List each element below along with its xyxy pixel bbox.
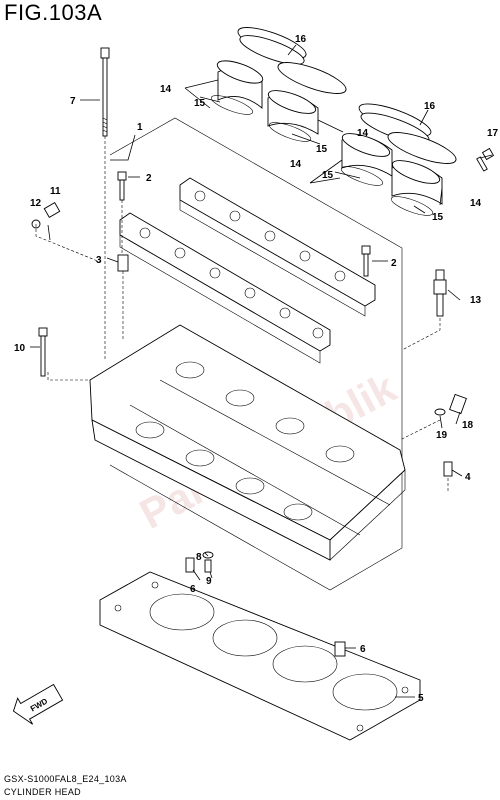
group-frame	[109, 117, 403, 591]
callout-6b: 6	[360, 644, 366, 655]
bolt-10	[38, 327, 48, 377]
intake-boot-2	[267, 90, 457, 164]
callout-15b: 15	[316, 144, 328, 155]
callout-7: 7	[70, 96, 76, 107]
callout-6a: 6	[190, 584, 196, 595]
intake-boot-4	[390, 160, 443, 216]
callout-2b: 2	[391, 258, 397, 269]
dowel-6-lower	[334, 641, 346, 657]
washer-19	[434, 408, 446, 416]
bolt-8-9	[202, 551, 214, 573]
callout-14c: 14	[290, 159, 302, 170]
callout-11: 11	[50, 186, 61, 197]
leader-lines	[30, 44, 493, 698]
spark-plug-13	[433, 269, 447, 317]
fwd-arrow: FWD	[12, 683, 64, 725]
callout-14a: 14	[160, 84, 172, 95]
dowel-3	[117, 254, 129, 272]
camshaft-housing-upper	[179, 177, 376, 317]
cylinder-head	[89, 324, 406, 561]
callout-12: 12	[30, 198, 42, 209]
callout-16b: 16	[424, 101, 436, 112]
callout-14d: 14	[470, 198, 482, 209]
callout-8: 8	[196, 552, 202, 563]
callout-13: 13	[470, 295, 482, 306]
camshaft-housing-lower	[119, 212, 331, 364]
sensor-18	[449, 393, 467, 415]
callout-labels: 1 2 2 3 4 5 6 6 7 8 9 10 11 12 13 14 14 …	[14, 34, 499, 704]
callout-17: 17	[487, 128, 499, 139]
callout-10: 10	[14, 343, 26, 354]
callout-1: 1	[137, 122, 143, 133]
diagram-code: GSX-S1000FAL8_E24_103A	[4, 774, 127, 784]
intake-boot-1	[210, 27, 347, 115]
dowel-6-upper	[185, 557, 195, 573]
callout-16a: 16	[295, 34, 307, 45]
bolt-17	[476, 147, 495, 172]
callout-18: 18	[462, 420, 474, 431]
callout-14b: 14	[357, 128, 369, 139]
head-gasket	[99, 571, 421, 741]
figure-title: FIG.103A	[4, 0, 103, 25]
callout-15a: 15	[194, 98, 206, 109]
callout-15c: 15	[322, 170, 334, 181]
bolt-2-right	[361, 245, 371, 277]
callout-19: 19	[436, 430, 448, 441]
intake-boots	[210, 27, 457, 216]
callout-3: 3	[96, 255, 102, 266]
callout-4: 4	[465, 472, 471, 483]
diagram-name: CYLINDER HEAD	[4, 787, 81, 797]
pin-4	[443, 461, 453, 477]
bolt-7	[100, 47, 110, 137]
callout-2a: 2	[146, 173, 152, 184]
callout-15d: 15	[432, 212, 444, 223]
callout-5: 5	[418, 693, 424, 704]
bolt-2-upper	[117, 171, 127, 201]
callout-9: 9	[206, 576, 212, 587]
